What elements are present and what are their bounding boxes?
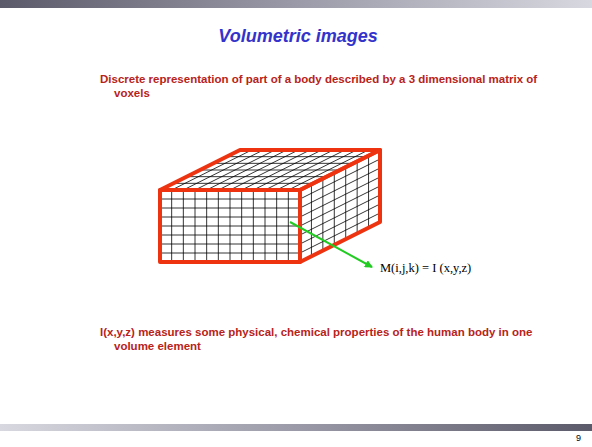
grid-line: [173, 183, 313, 184]
grid-line: [160, 208, 300, 209]
voxel-pointer: [290, 222, 372, 267]
grid-line: [160, 217, 300, 218]
volume-outline: [160, 150, 380, 262]
body-text: Discrete representation of part of a bod…: [100, 72, 554, 100]
voxel-grid: [160, 150, 380, 262]
slide-title: Volumetric images: [2, 26, 592, 47]
grid-line: [160, 244, 300, 245]
top-bar: [0, 0, 592, 8]
grid-line: [160, 253, 300, 254]
grid-line: [300, 186, 380, 226]
formula-label: M(i,j,k) = I (x,y,z): [380, 261, 471, 276]
page-number: 9: [576, 433, 581, 443]
grid-line: [213, 163, 353, 164]
body-text: I(x,y,z) measures some physical, chemica…: [100, 325, 554, 353]
grid-line: [160, 199, 300, 200]
grid-line: [187, 176, 327, 177]
grid-line: [227, 156, 367, 157]
grid-line: [160, 235, 300, 236]
grid-line: [300, 159, 380, 199]
grid-line: [200, 170, 340, 171]
grid-line: [300, 168, 380, 208]
bottom-bar: [0, 424, 592, 431]
grid-line: [160, 226, 300, 227]
grid-line: [300, 204, 380, 244]
